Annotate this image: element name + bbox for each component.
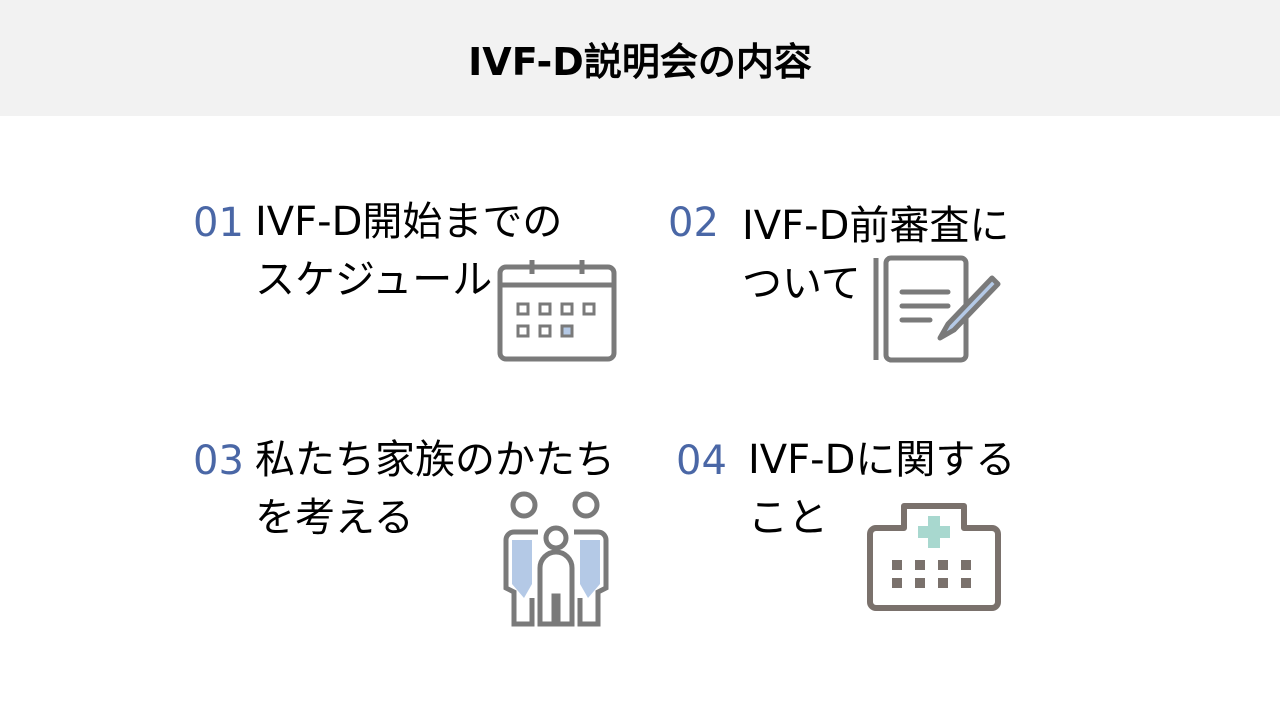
item-text-line2: を考える (255, 495, 414, 541)
item-text-line2: こと (748, 495, 828, 541)
item-text-line2: ついて (742, 261, 861, 307)
page-title: IVF-D説明会の内容 (468, 40, 812, 84)
item-text-line2: スケジュール (255, 257, 493, 303)
document-pen-icon (873, 255, 1001, 363)
item-number: 01 (193, 200, 244, 246)
item-text-line1: IVF-Dに関する (748, 437, 1016, 483)
item-text-line1: IVF-D開始までの (255, 199, 563, 245)
item-number: 02 (668, 200, 719, 246)
hospital-icon (867, 503, 1001, 611)
title-bar: IVF-D説明会の内容 (0, 0, 1280, 116)
item-number: 03 (193, 438, 244, 484)
item-text-line1: 私たち家族のかたち (255, 437, 615, 483)
calendar-icon (497, 260, 617, 362)
family-icon (503, 491, 609, 627)
item-number: 04 (676, 438, 727, 484)
item-text-line1: IVF-D前審査に (742, 203, 1010, 249)
